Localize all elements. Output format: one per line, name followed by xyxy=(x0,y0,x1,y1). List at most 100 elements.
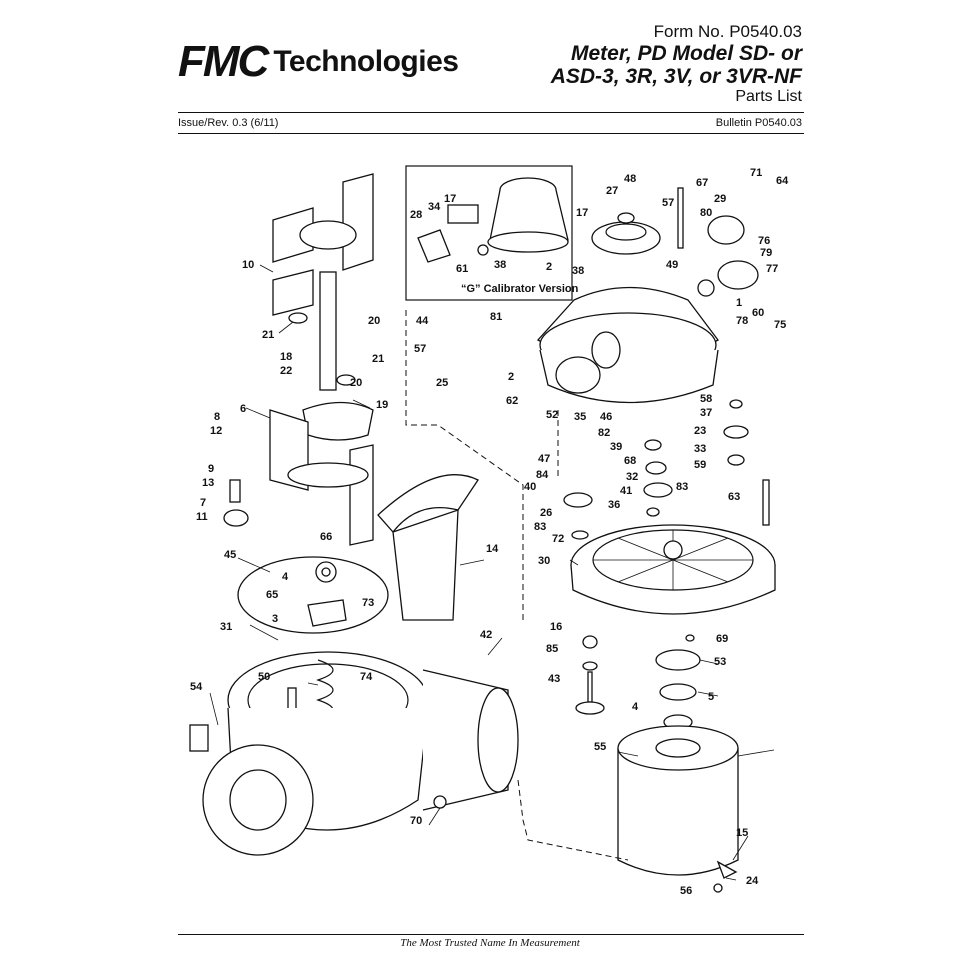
callout-50: 50 xyxy=(258,671,270,683)
callout-44: 44 xyxy=(416,315,429,327)
callout-12: 12 xyxy=(210,425,222,437)
callout-58: 58 xyxy=(700,393,712,405)
document-title-line2: ASD-3, 3R, 3V, or 3VR-NF xyxy=(550,65,802,88)
issue-revision: Issue/Rev. 0.3 (6/11) xyxy=(178,117,279,129)
header-rule-bottom xyxy=(178,133,804,134)
document-subtitle: Parts List xyxy=(735,88,802,105)
callout-77: 77 xyxy=(766,263,778,275)
callout-73: 73 xyxy=(362,597,374,609)
callout-7: 7 xyxy=(200,497,206,509)
form-number: Form No. P0540.03 xyxy=(653,22,802,41)
footer-tagline: The Most Trusted Name In Measurement xyxy=(400,937,580,949)
g-calibrator-inset: “G” Calibrator Version xyxy=(405,165,579,301)
callout-9: 9 xyxy=(208,463,214,475)
callout-80: 80 xyxy=(700,207,712,219)
callout-47: 47 xyxy=(538,453,550,465)
callout-4b: 4 xyxy=(632,701,639,713)
callout-78: 78 xyxy=(736,315,748,327)
callout-37: 37 xyxy=(700,407,712,419)
callout-39: 39 xyxy=(610,441,622,453)
callout-25: 25 xyxy=(436,377,448,389)
callout-81: 81 xyxy=(490,311,502,323)
callout-75: 75 xyxy=(774,319,786,331)
rotor-disk xyxy=(237,556,389,634)
callout-29: 29 xyxy=(714,193,726,205)
callout-15: 15 xyxy=(736,827,748,839)
register-assembly xyxy=(536,187,759,404)
title-block: Form No. P0540.03 Meter, PD Model SD- or… xyxy=(382,22,802,106)
callout-79: 79 xyxy=(760,247,772,259)
callout-62: 62 xyxy=(506,395,518,407)
callout-48: 48 xyxy=(624,173,636,185)
callout-32: 32 xyxy=(626,471,638,483)
footer-rule xyxy=(178,934,804,935)
callout-68: 68 xyxy=(624,455,636,467)
callout-5: 5 xyxy=(708,691,714,703)
callout-69: 69 xyxy=(716,633,728,645)
vane-mechanism xyxy=(223,401,479,621)
callout-55: 55 xyxy=(594,741,606,753)
inset-caption: “G” Calibrator Version xyxy=(461,283,579,295)
callout-82: 82 xyxy=(598,427,610,439)
cover-plate xyxy=(570,524,776,615)
exploded-parts-diagram: “G” Calibrator Version xyxy=(189,165,789,897)
callout-26: 26 xyxy=(540,507,552,519)
callout-70: 70 xyxy=(410,815,422,827)
callout-38b: 38 xyxy=(572,265,584,277)
callout-17b: 17 xyxy=(576,207,588,219)
callout-64: 64 xyxy=(776,175,789,187)
callout-21b: 21 xyxy=(372,353,384,365)
callout-57b: 57 xyxy=(414,343,426,355)
callout-10: 10 xyxy=(242,259,254,271)
callout-57a: 57 xyxy=(662,197,674,209)
callout-36: 36 xyxy=(608,499,620,511)
callout-83a: 83 xyxy=(676,481,688,493)
fmc-technologies-logo: FMC Technologies xyxy=(178,37,459,86)
rotor-cage xyxy=(575,634,739,893)
callout-22: 22 xyxy=(280,365,292,377)
callout-24: 24 xyxy=(746,875,759,887)
callout-3: 3 xyxy=(272,613,278,625)
callout-41: 41 xyxy=(620,485,632,497)
callout-34: 34 xyxy=(428,201,441,213)
callout-71: 71 xyxy=(750,167,762,179)
gear-stack xyxy=(563,399,770,540)
callout-60: 60 xyxy=(752,307,764,319)
callout-18: 18 xyxy=(280,351,292,363)
callout-19: 19 xyxy=(376,399,388,411)
callout-65: 65 xyxy=(266,589,278,601)
callout-2b: 2 xyxy=(508,371,514,383)
callout-13: 13 xyxy=(202,477,214,489)
callout-20b: 20 xyxy=(350,377,362,389)
callout-45: 45 xyxy=(224,549,236,561)
leader-lines xyxy=(209,264,775,881)
callout-61: 61 xyxy=(456,263,468,275)
callout-30: 30 xyxy=(538,555,550,567)
callout-40: 40 xyxy=(524,481,536,493)
callout-16: 16 xyxy=(550,621,562,633)
callout-28: 28 xyxy=(410,209,422,221)
callout-54: 54 xyxy=(190,681,203,693)
callout-83b: 83 xyxy=(534,521,546,533)
callout-84: 84 xyxy=(536,469,549,481)
callout-31: 31 xyxy=(220,621,232,633)
callout-38a: 38 xyxy=(494,259,506,271)
callout-6: 6 xyxy=(240,403,246,415)
callout-85: 85 xyxy=(546,643,558,655)
callout-23: 23 xyxy=(694,425,706,437)
callout-59: 59 xyxy=(694,459,706,471)
callout-63: 63 xyxy=(728,491,740,503)
callout-21a: 21 xyxy=(262,329,274,341)
dashed-guide-bottom xyxy=(517,779,629,861)
callout-35: 35 xyxy=(574,411,586,423)
callout-14: 14 xyxy=(486,543,499,555)
header-rule-top xyxy=(178,112,804,113)
callout-49: 49 xyxy=(666,259,678,271)
callout-72: 72 xyxy=(552,533,564,545)
callout-11: 11 xyxy=(196,511,208,523)
meter-housing xyxy=(189,651,519,856)
callout-8: 8 xyxy=(214,411,220,423)
callout-1: 1 xyxy=(736,297,742,309)
callout-74: 74 xyxy=(360,671,373,683)
callout-43: 43 xyxy=(548,673,560,685)
